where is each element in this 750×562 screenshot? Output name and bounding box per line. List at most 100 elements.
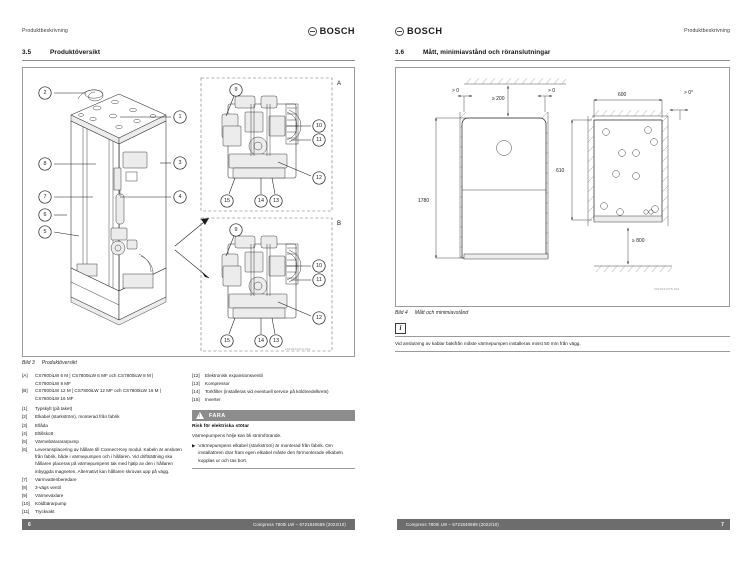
front-elevation: ≥ 200 > 0 > 0 1780 bbox=[418, 77, 567, 259]
legend-value: Köldbärarpump bbox=[35, 501, 67, 507]
bosch-logo: BOSCH bbox=[307, 26, 355, 36]
figure-label: Bild 4 bbox=[395, 309, 408, 316]
dim-clearance-side-plan: > 0° bbox=[684, 90, 693, 96]
detail-panel-a: A bbox=[200, 77, 341, 211]
legend-item: [9] Värmeväxlare bbox=[22, 492, 182, 499]
legend-value-cont: CS7800iLW 16 MF bbox=[35, 396, 74, 401]
svg-text:9: 9 bbox=[235, 227, 238, 233]
bosch-anchor-icon bbox=[395, 26, 404, 36]
bosch-anchor-icon bbox=[307, 26, 317, 36]
figure-label: Bild 3 bbox=[22, 359, 35, 366]
danger-box: FARA Risk för elektriska stötar Värmepum… bbox=[192, 410, 355, 470]
svg-text:4: 4 bbox=[179, 194, 182, 200]
page-number: 7 bbox=[721, 521, 724, 528]
running-title: Produktbeskrivning bbox=[22, 28, 68, 34]
danger-level: FARA bbox=[209, 412, 226, 419]
svg-text:14: 14 bbox=[258, 338, 264, 344]
page-footer-right: Compress 7800i LW – 6721840689 (2022/10)… bbox=[397, 519, 730, 530]
legend-value: Elkabel (starkström), monterad från fabr… bbox=[35, 414, 120, 420]
svg-text:8: 8 bbox=[44, 161, 47, 167]
page-header-left: Produktbeskrivning BOSCH bbox=[22, 22, 355, 40]
legend-item: [3] Ellåda bbox=[22, 422, 182, 429]
info-note-header: i bbox=[395, 322, 730, 337]
legend-item: [10] Köldbärarpump bbox=[22, 500, 182, 507]
detail-arrow bbox=[174, 217, 210, 278]
legend-key: [7] bbox=[22, 476, 28, 482]
legend-key: [8] bbox=[22, 484, 28, 490]
section-heading-35: 3.5 Produktöversikt bbox=[22, 49, 355, 56]
svg-text:9: 9 bbox=[235, 87, 238, 93]
svg-text:11: 11 bbox=[316, 137, 322, 143]
legend-value: Elektronisk expansionsventil bbox=[205, 372, 263, 378]
svg-text:12: 12 bbox=[316, 175, 322, 181]
svg-text:15: 15 bbox=[224, 198, 230, 204]
legend-value: Varmvattenberedare bbox=[35, 476, 77, 482]
legend-value: Torkfilter (installeras vid eventuell se… bbox=[205, 388, 329, 394]
legend-key: [11] bbox=[22, 509, 30, 515]
dimensions-figure: ≥ 200 > 0 > 0 1780 bbox=[395, 66, 730, 307]
svg-text:12: 12 bbox=[316, 315, 322, 321]
legend-item: [14] Torkfilter (installeras vid eventue… bbox=[192, 388, 355, 395]
product-overview-figure: 2 1 3 8 7 4 bbox=[22, 66, 355, 357]
legend-item: [5] Värmebärarararpump bbox=[22, 438, 182, 445]
legend-value: Kompressor bbox=[205, 380, 230, 386]
page-header-right: BOSCH Produktbeskrivning bbox=[395, 22, 730, 40]
page-number: 6 bbox=[28, 521, 31, 528]
svg-text:5: 5 bbox=[44, 229, 47, 235]
svg-text:15: 15 bbox=[224, 338, 230, 344]
svg-text:10: 10 bbox=[316, 123, 322, 129]
legend-key: [12] bbox=[192, 372, 200, 378]
legend-item: [2] Elkabel (starkström), monterad från … bbox=[22, 413, 182, 420]
legend-item: [8] 3-vägs ventil bbox=[22, 484, 182, 491]
bosch-logo: BOSCH bbox=[395, 26, 442, 36]
section-title: Mått, minimiavstånd och röranslutningar bbox=[423, 49, 551, 56]
bullet-arrow-icon: ▶ bbox=[192, 442, 196, 448]
detail-panel-b: B bbox=[200, 217, 341, 351]
legend-column-left: [A] CS7800iLW 6 M | CS7800iLW 6 MF och C… bbox=[22, 372, 182, 517]
dim-clearance-right: > 0 bbox=[548, 88, 555, 94]
panel-label-a: A bbox=[337, 81, 341, 87]
svg-text:2: 2 bbox=[44, 90, 47, 96]
legend-item: [12] Elektronisk expansionsventil bbox=[192, 372, 355, 379]
legend-value: Leveransplacering av hållare till Connec… bbox=[35, 446, 182, 474]
legend-value: Typskylt (på taket) bbox=[35, 406, 73, 412]
legend-key: [B] bbox=[22, 387, 28, 393]
dim-clearance-left: > 0 bbox=[452, 88, 459, 94]
dim-unit-height: 1780 bbox=[418, 198, 429, 204]
danger-body: Risk för elektriska stötar Värmepumpens … bbox=[192, 421, 355, 470]
info-note: i Vid anslutning av kablar bakifrån måst… bbox=[395, 322, 730, 353]
danger-bullet: ▶ Värmepumpens elkabel (starkström) är m… bbox=[192, 442, 355, 465]
bosch-wordmark: BOSCH bbox=[319, 26, 355, 36]
dim-clearance-front: ≥ 800 bbox=[632, 238, 645, 244]
legend-item: [B] CS7800iLW 12 M | CS7800iLW 12 MF och… bbox=[22, 387, 182, 394]
section-rule bbox=[395, 59, 730, 61]
drawing-code-left: 0010033213-004 bbox=[285, 347, 311, 351]
section-number: 3.5 bbox=[22, 49, 32, 56]
legend-item: [13] Kompressor bbox=[192, 380, 355, 387]
legend-value: CS7800iLW 12 M | CS7800iLW 12 MF och CS7… bbox=[35, 387, 161, 393]
danger-title: Risk för elektriska stötar bbox=[192, 424, 250, 430]
figure-caption-bild4: Bild 4 Mått och minimiavstånd bbox=[395, 310, 730, 316]
legend-key: [6] bbox=[22, 446, 28, 452]
danger-text: Värmepumpens hölje kan bli strömförande. bbox=[192, 432, 282, 438]
legend-item: [6] Leveransplacering av hållare till Co… bbox=[22, 446, 182, 476]
dim-unit-width: 600 bbox=[618, 92, 627, 98]
page-right: BOSCH Produktbeskrivning 3.6 Mått, minim… bbox=[375, 0, 750, 562]
legend-value: 3-vägs ventil bbox=[35, 484, 61, 490]
svg-text:13: 13 bbox=[273, 198, 279, 204]
legend-key: [14] bbox=[192, 388, 200, 394]
dim-clearance-top: ≥ 200 bbox=[492, 96, 505, 102]
panel-label-b: B bbox=[337, 221, 341, 227]
legend-key: [9] bbox=[22, 493, 28, 498]
legend-column-right: [12] Elektronisk expansionsventil [13] K… bbox=[192, 372, 355, 517]
figure-caption-bild3: Bild 3 Produktöversikt bbox=[22, 360, 355, 366]
legend-key: [4] bbox=[22, 430, 28, 436]
legend-key: [1] bbox=[22, 406, 28, 412]
figure-caption-text: Produktöversikt bbox=[41, 359, 77, 366]
drawing-code-right: 0010031975-001 bbox=[654, 287, 680, 291]
legend-item: [1] Typskylt (på taket) bbox=[22, 405, 182, 412]
legend-value: Ellåda bbox=[35, 422, 48, 428]
main-unit-callouts: 2 1 3 8 7 4 bbox=[38, 85, 187, 239]
legend-key: [13] bbox=[192, 380, 200, 386]
